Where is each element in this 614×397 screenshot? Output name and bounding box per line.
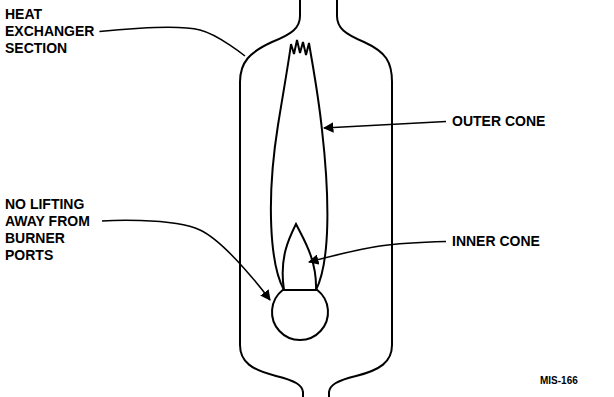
heat-exchanger-outline	[329, 0, 392, 397]
outer-cone	[271, 40, 328, 290]
leader-line	[324, 122, 446, 129]
burner-port	[272, 290, 328, 340]
leader-line	[309, 242, 446, 263]
inner-cone	[283, 224, 316, 290]
leader-line	[102, 220, 270, 300]
callout-label: HEAT EXCHANGER SECTION	[5, 6, 94, 57]
leader-line	[99, 27, 245, 56]
figure-code: MIS-166	[540, 372, 578, 389]
callout-label: INNER CONE	[452, 233, 540, 250]
callout-label: OUTER CONE	[452, 113, 545, 130]
callout-label: NO LIFTING AWAY FROM BURNER PORTS	[5, 196, 97, 264]
